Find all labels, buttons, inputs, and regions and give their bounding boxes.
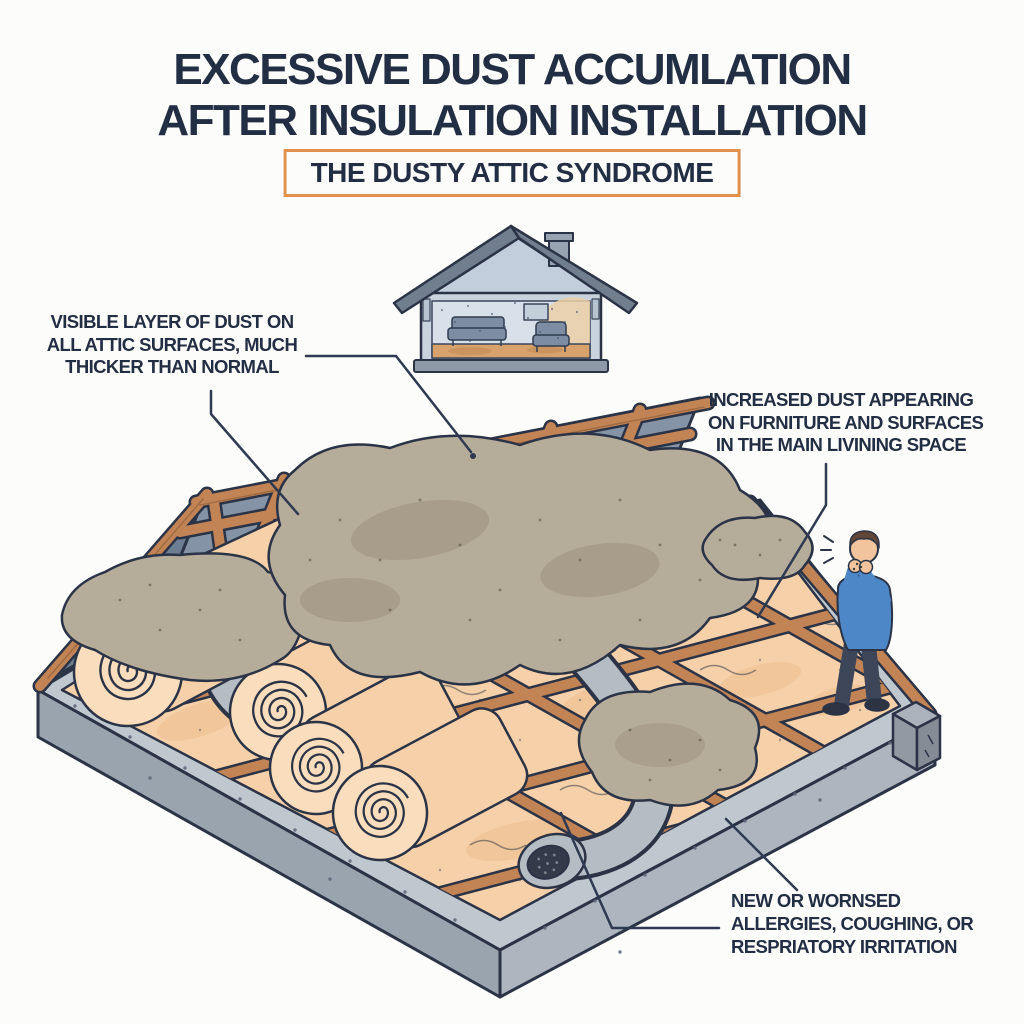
leader-line-attic-dust [304,354,473,454]
callout-living-space-dust: INCREASED DUST APPEARING ON FURNITURE AN… [708,389,984,457]
concrete-speckles [73,704,892,954]
page-title: EXCESSIVE DUST ACCUMLATION AFTER INSULAT… [0,44,1024,146]
subtitle-text: THE DUSTY ATTIC SYNDROME [310,157,714,188]
title-line-1: EXCESSIVE DUST ACCUMLATION [173,45,852,94]
callout-line: NEW OR WORNSED [731,890,901,911]
dust-speckles [118,498,782,782]
house-roof-right [509,224,639,315]
callout-line: INCREASED DUST APPEARING [708,389,974,410]
armchair-icon [532,321,570,352]
storage-box [891,700,942,772]
leader-line-vent [559,811,721,930]
house-cutaway [392,224,639,373]
house-dust-speckles [440,301,579,343]
callout-line: ALLERGIES, COUGHING, OR [731,913,974,934]
leader-line-attic-dust-2 [209,389,300,516]
callout-line: RESPRIATORY IRRITATION [731,936,958,957]
dust-cloud-small [701,514,814,582]
picture-frame-icon [523,303,549,321]
coughing-person [820,530,894,716]
dust-cloud-main [267,432,771,686]
window-icon [422,298,431,322]
callout-line: IN THE MAIN LIVINING SPACE [715,434,967,455]
callout-health-symptoms: NEW OR WORNSED ALLERGIES, COUGHING, OR R… [731,889,974,958]
leader-line-health [724,817,799,892]
window-icon [591,298,600,320]
callout-attic-dust: VISIBLE LAYER OF DUST ON ALL ATTIC SURFA… [38,311,306,379]
subtitle-badge: THE DUSTY ATTIC SYNDROME [283,149,741,197]
callout-line: ON FURNITURE AND SURFACES [708,411,984,433]
title-line-2: AFTER INSULATION INSTALLATION [157,96,868,145]
callout-line: ALL ATTIC SURFACES, MUCH [46,333,298,355]
dust-cloud-left [60,552,307,683]
dust-clouds [60,432,814,807]
leader-line-living-space [756,462,828,619]
duct-vent-grille [517,832,587,890]
callout-line: THICKER THAN NORMAL [65,356,279,377]
sofa-icon [447,316,507,346]
leader-lines [209,354,828,930]
cough-burst-icon [820,535,834,564]
insulation-roll [331,707,529,862]
callout-line: VISIBLE LAYER OF DUST ON [50,311,295,332]
